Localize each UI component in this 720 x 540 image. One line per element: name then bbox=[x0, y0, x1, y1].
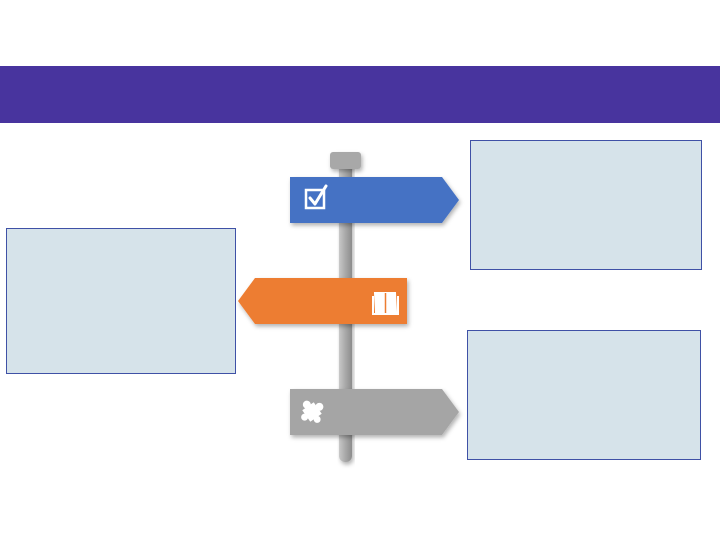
checkbox-check-icon bbox=[304, 184, 328, 210]
sign-bottom-arrow bbox=[290, 389, 459, 435]
puzzle-piece-icon bbox=[301, 400, 324, 423]
sign-top-arrow bbox=[290, 177, 459, 223]
signpost-cap bbox=[330, 152, 361, 169]
text-box-top-right[interactable] bbox=[470, 140, 702, 270]
title-banner bbox=[0, 66, 720, 123]
open-book-icon bbox=[372, 292, 399, 315]
sign-middle-arrow bbox=[238, 278, 407, 324]
text-box-bottom-right[interactable] bbox=[467, 330, 701, 460]
text-box-left[interactable] bbox=[6, 228, 236, 374]
